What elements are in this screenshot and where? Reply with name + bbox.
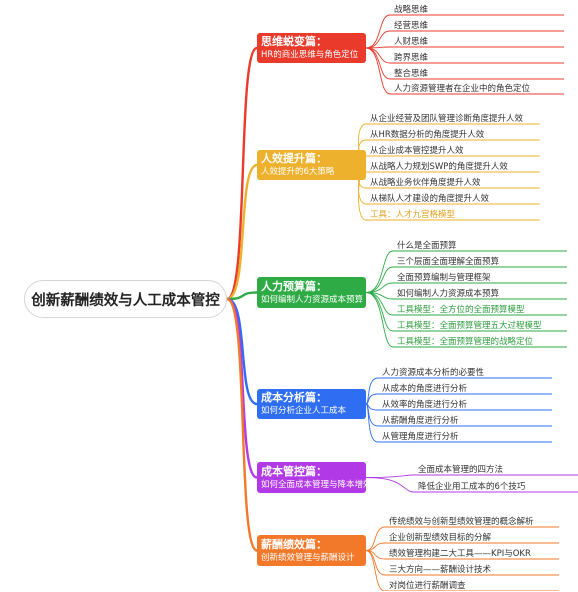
leaf-item[interactable]: 人力资源成本分析的必要性 bbox=[382, 368, 485, 378]
leaf-connector bbox=[365, 403, 552, 443]
root-node[interactable]: 创新薪酬绩效与人工成本管控 bbox=[24, 280, 227, 318]
leaf-connector bbox=[365, 46, 564, 49]
leaf-item[interactable]: 工具模型：全面预算管理五大过程模型 bbox=[397, 321, 542, 331]
branch-connector bbox=[226, 291, 258, 301]
branch-subtitle: 如何全面成本管理与降本增效方法 bbox=[261, 479, 389, 490]
leaf-item[interactable]: 传统绩效与创新型绩效管理的概念解析 bbox=[389, 517, 534, 527]
leaf-item[interactable]: 跨界思维 bbox=[394, 53, 429, 63]
leaf-item[interactable]: 整合思维 bbox=[394, 69, 429, 79]
branch-title: 人力预算篇： bbox=[261, 279, 327, 293]
branch-title: 成本管控篇： bbox=[261, 464, 327, 478]
leaf-item[interactable]: 从梯队人才建设的角度提升人效 bbox=[370, 194, 490, 204]
leaf-connector bbox=[365, 266, 567, 293]
leaf-item[interactable]: 工具模型：全面预算管理的战略定位 bbox=[397, 337, 534, 347]
leaf-item[interactable]: 战略思维 bbox=[394, 5, 429, 15]
leaf-connector bbox=[365, 542, 559, 551]
branch-connector bbox=[226, 297, 258, 552]
leaf-item[interactable]: 经营思维 bbox=[394, 21, 429, 31]
leaf-item[interactable]: 人财思维 bbox=[394, 37, 429, 47]
leaf-item[interactable]: 从企业成本管控提升人效 bbox=[370, 146, 464, 156]
leaf-item[interactable]: 从战略业务伙伴角度提升人效 bbox=[370, 178, 481, 188]
leaf-item[interactable]: 三个层面全面理解全面预算 bbox=[397, 257, 500, 267]
branch-title: 人效提升篇： bbox=[261, 152, 327, 165]
leaf-connector bbox=[365, 526, 559, 551]
leaf-item[interactable]: 从企业经营及团队管理诊断角度提升人效 bbox=[370, 114, 524, 124]
leaf-item[interactable]: 三大方向——薪酬设计技术 bbox=[389, 565, 492, 575]
leaf-connector bbox=[365, 474, 578, 478]
branch-node[interactable]: 成本分析篇： 如何分析企业人工成本 bbox=[257, 389, 366, 419]
leaf-item[interactable]: 从成本的角度进行分析 bbox=[382, 384, 468, 394]
leaf-connector bbox=[365, 14, 564, 49]
leaf-connector bbox=[365, 250, 567, 293]
branch-node[interactable]: 薪酬绩效篇：创新绩效管理与薪酬设计 bbox=[257, 535, 366, 566]
leaf-connector bbox=[365, 47, 564, 95]
leaf-item[interactable]: 对岗位进行薪酬调查 bbox=[389, 581, 466, 591]
leaf-connector bbox=[365, 292, 567, 348]
leaf-connector bbox=[365, 393, 552, 405]
leaf-item[interactable]: 全面预算编制与管理框架 bbox=[397, 273, 491, 283]
leaf-connector bbox=[365, 282, 567, 293]
leaf-item[interactable]: 全面成本管理的四方法 bbox=[418, 465, 504, 475]
leaf-item[interactable]: 绩效管理构建二大工具——KPI与OKR bbox=[389, 549, 531, 559]
branch-connector bbox=[226, 163, 258, 301]
branch-title: 思维蜕变篇： bbox=[261, 35, 327, 48]
leaf-item[interactable]: 如何编制人力资源成本预算 bbox=[397, 289, 500, 299]
branch-subtitle: 如何编制人力资源成本预算 bbox=[261, 294, 364, 305]
leaf-item[interactable]: 从战略人力规划SWP的角度提升人效 bbox=[370, 162, 508, 172]
leaf-connector bbox=[365, 30, 564, 49]
branch-connector bbox=[226, 46, 258, 301]
leaf-item[interactable]: 从薪酬角度进行分析 bbox=[382, 416, 459, 426]
root-label: 创新薪酬绩效与人工成本管控 bbox=[31, 292, 220, 309]
leaf-item[interactable]: 降低企业用工成本的6个技巧 bbox=[418, 482, 526, 492]
leaf-item[interactable]: 从管理角度进行分析 bbox=[382, 432, 459, 442]
branch-subtitle: 如何分析企业人工成本 bbox=[261, 406, 347, 416]
leaf-item[interactable]: 从效率的角度进行分析 bbox=[382, 400, 468, 410]
branch-subtitle: 人效提升的6大策略 bbox=[261, 167, 335, 177]
leaf-item[interactable]: 人力资源管理者在企业中的角色定位 bbox=[394, 84, 531, 94]
branch-title: 成本分析篇： bbox=[261, 391, 327, 404]
branch-node[interactable]: 人效提升篇： 人效提升的6大策略 bbox=[257, 150, 366, 180]
branch-node[interactable]: 成本管控篇：如何全面成本管理与降本增效方法 bbox=[257, 462, 389, 493]
branch-node[interactable]: 思维蜕变篇： HR的商业思维与角色定位 bbox=[257, 33, 366, 63]
branch-title: 薪酬绩效篇： bbox=[261, 537, 327, 551]
leaf-item[interactable]: 从HR数据分析的角度提升人效 bbox=[370, 130, 485, 140]
leaf-connector bbox=[365, 292, 567, 332]
leaf-item[interactable]: 什么是全面预算 bbox=[397, 241, 457, 251]
leaf-item[interactable]: 工具模型：全方位的全面预算模型 bbox=[397, 305, 525, 315]
leaf-item[interactable]: 企业创新型绩效目标的分解 bbox=[389, 533, 492, 543]
branch-subtitle: 创新绩效管理与薪酬设计 bbox=[261, 552, 355, 563]
leaf-item[interactable]: 工具：人才九宫格模型 bbox=[370, 210, 456, 220]
leaf-connector bbox=[365, 477, 578, 493]
branch-node[interactable]: 人力预算篇：如何编制人力资源成本预算 bbox=[257, 277, 366, 308]
branch-subtitle: HR的商业思维与角色定位 bbox=[261, 50, 359, 60]
